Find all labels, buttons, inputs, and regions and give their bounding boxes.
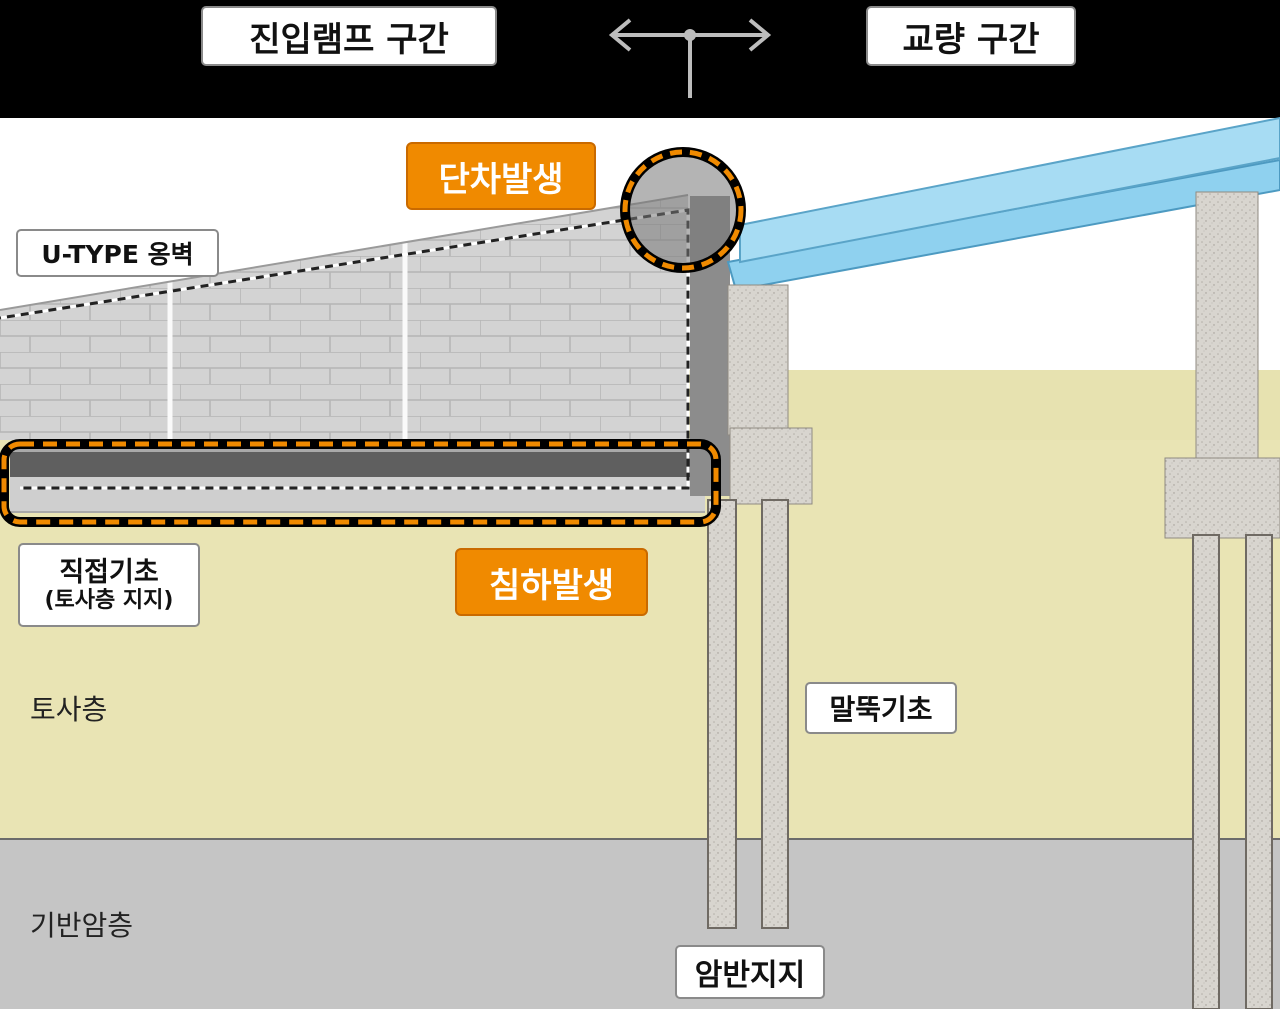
abutment-cap <box>729 427 813 505</box>
wall-top-edge <box>0 194 689 311</box>
direct-foundation-subtitle: (토사층 지지) <box>44 587 174 613</box>
original-position-dashes <box>0 208 690 490</box>
u-type-wall-label: U-TYPE 옹벽 <box>16 229 219 277</box>
pier-cap <box>1164 457 1280 539</box>
bedrock-layer <box>0 838 1280 1009</box>
settlement-occurrence-label: 침하발생 <box>455 548 648 616</box>
ramp-section-label: 진입램프 구간 <box>201 6 497 66</box>
rock-support-label: 암반지지 <box>675 945 825 999</box>
step-occurrence-label: 단차발생 <box>406 142 596 210</box>
header-bar <box>0 0 1280 118</box>
pile-foundation-label: 말뚝기초 <box>805 682 957 734</box>
soil-layer-label: 토사층 <box>30 693 108 726</box>
pile-right <box>761 499 789 929</box>
direct-foundation-label: 직접기초 (토사층 지지) <box>18 543 200 627</box>
pier-pile-left <box>1192 534 1220 1009</box>
bridge-section-label: 교량 구간 <box>866 6 1076 66</box>
bedrock-layer-label: 기반암층 <box>30 909 134 942</box>
direct-foundation-title: 직접기초 <box>59 556 159 588</box>
pile-left <box>707 499 737 929</box>
double-arrow-icon <box>608 18 772 98</box>
abutment-column <box>727 284 789 436</box>
pier-column <box>1195 191 1259 463</box>
pier-pile-right <box>1245 534 1273 1009</box>
